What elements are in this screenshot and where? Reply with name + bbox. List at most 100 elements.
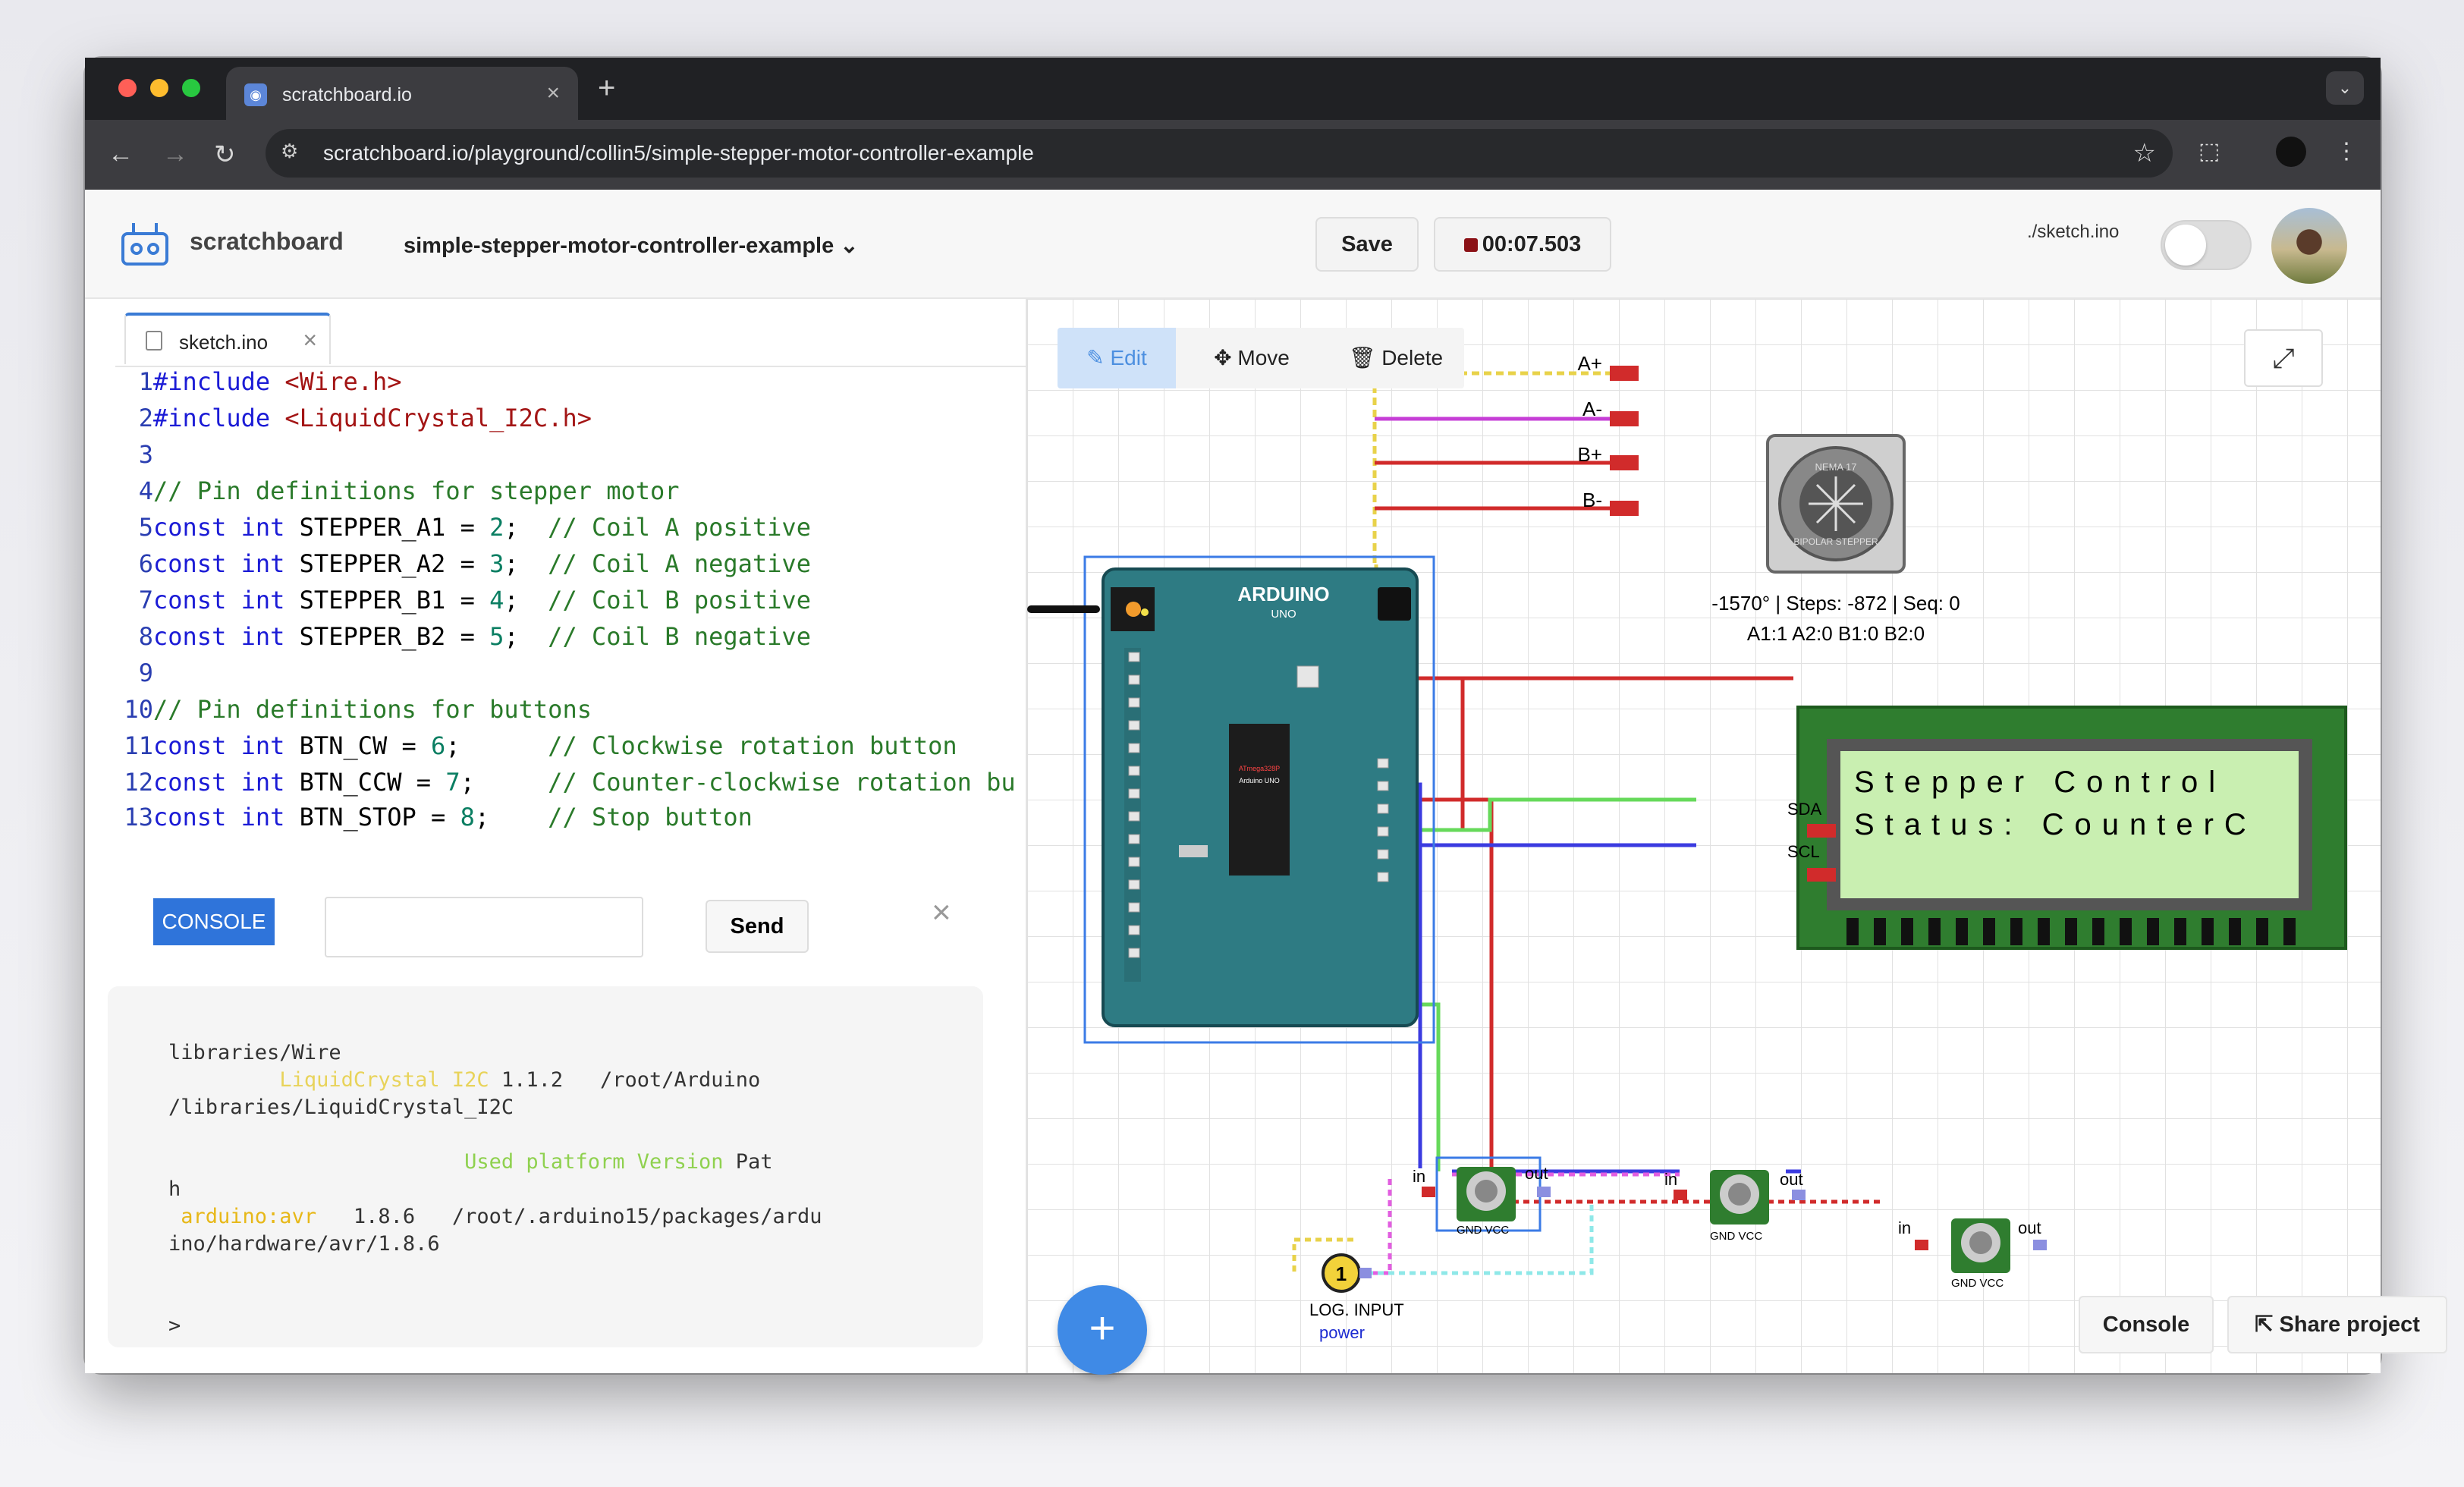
project-name-dropdown[interactable]: simple-stepper-motor-controller-example … <box>404 232 859 259</box>
code-editor[interactable]: 1#include <Wire.h> 2#include <LiquidCrys… <box>115 366 1033 832</box>
stop-icon <box>1463 238 1478 252</box>
console-output[interactable]: libraries/Wire LiquidCrystal I2C 1.1.2 /… <box>108 986 983 1347</box>
motor-label-top: NEMA 17 <box>1815 461 1857 473</box>
code-line: 6const int STEPPER_A2 = 3; // Coil A neg… <box>138 549 811 578</box>
code-line: 3 <box>138 440 153 469</box>
lcd-sda-pin[interactable] <box>1807 824 1836 838</box>
mode-toggle[interactable] <box>2161 220 2252 270</box>
share-project-button[interactable]: ⇱ Share project <box>2227 1296 2447 1353</box>
extensions-icon[interactable]: ⬚ <box>2198 139 2220 164</box>
user-avatar[interactable] <box>2271 208 2347 284</box>
usb-cable <box>1027 605 1100 613</box>
code-line: 10// Pin definitions for buttons <box>124 695 592 724</box>
button-1-gnd-vcc: GND VCC <box>1457 1224 1509 1237</box>
svg-text:B+: B+ <box>1577 443 1602 466</box>
brand-name[interactable]: scratchboard <box>190 228 344 255</box>
share-project-label: Share project <box>2279 1313 2420 1337</box>
button-2-in-label: in <box>1664 1170 1677 1189</box>
edit-label: Edit <box>1110 346 1147 369</box>
circuit-diagram[interactable]: ARDUINO UNO ATmega328P Arduino UNO <box>1027 299 2382 1373</box>
trash-icon: 🗑 <box>1348 346 1376 369</box>
status-led-icon <box>1141 608 1149 616</box>
arduino-label: ARDUINO <box>1237 583 1329 605</box>
push-button-3[interactable] <box>1915 1218 2047 1273</box>
file-icon <box>146 331 162 351</box>
scratchboard-logo-icon[interactable] <box>118 217 171 270</box>
add-component-button[interactable]: + <box>1058 1285 1147 1375</box>
logic-input[interactable]: 1 <box>1322 1253 1372 1293</box>
console-text: libraries/Wire LiquidCrystal I2C 1.1.2 /… <box>168 1041 822 1338</box>
motor-label-bottom: BIPOLAR STEPPER <box>1793 536 1878 547</box>
push-button-2[interactable] <box>1674 1170 1806 1224</box>
forward-arrow-icon[interactable]: → <box>162 140 188 168</box>
lcd-scl-pin[interactable] <box>1807 868 1836 882</box>
file-tab-sketch[interactable]: sketch.ino × <box>124 313 331 364</box>
motor-pin-labels: A+ A- B+ B- <box>1577 352 1602 511</box>
code-line: 4// Pin definitions for stepper motor <box>138 476 680 505</box>
site-settings-icon[interactable]: ⚙ <box>281 140 299 162</box>
address-url: scratchboard.io/playground/collin5/simpl… <box>323 141 1034 165</box>
close-tab-icon[interactable]: × <box>546 80 560 105</box>
save-button[interactable]: Save <box>1315 217 1419 272</box>
motor-pin-connectors[interactable] <box>1610 366 1639 516</box>
delete-label: Delete <box>1381 346 1444 369</box>
lcd-line-2: Status: CounterC <box>1854 808 2257 841</box>
button-3-in-label: in <box>1898 1218 1911 1237</box>
edit-icon: ✎ <box>1086 346 1105 369</box>
reset-button[interactable] <box>1378 587 1411 621</box>
code-line: 8const int STEPPER_B2 = 5; // Coil B neg… <box>138 622 811 651</box>
close-file-icon[interactable]: × <box>303 326 317 354</box>
push-button-1[interactable] <box>1422 1167 1551 1221</box>
button-1-in-label: in <box>1413 1167 1425 1186</box>
profile-icon[interactable] <box>2276 137 2306 167</box>
console-toolbar: CONSOLE Send × <box>85 883 1026 967</box>
code-line: 11const int BTN_CW = 6; // Clockwise rot… <box>124 731 957 760</box>
button-1-out-label: out <box>1525 1164 1548 1183</box>
motor-coil-status: A1:1 A2:0 B1:0 B2:0 <box>1747 622 1925 645</box>
timer-value: 00:07.503 <box>1482 232 1582 256</box>
browser-toolbar: ← → ↻ ⚙ scratchboard.io/playground/colli… <box>85 120 2381 190</box>
console-input[interactable] <box>325 897 643 957</box>
maximize-window-button[interactable] <box>182 79 200 97</box>
back-arrow-icon[interactable]: ← <box>108 140 134 168</box>
move-tool-button[interactable]: ✥ Move <box>1176 328 1328 388</box>
delete-tool-button[interactable]: 🗑 Delete <box>1328 328 1464 388</box>
tab-search-chevron-icon[interactable]: ⌄ <box>2326 71 2364 105</box>
edit-tool-button[interactable]: ✎ Edit <box>1058 328 1176 388</box>
console-tab[interactable]: CONSOLE <box>153 898 275 945</box>
lcd-scl-label: SCL <box>1787 842 1820 861</box>
sketch-file-label: ./sketch.ino <box>2027 222 2120 242</box>
logic-input-sublabel: power <box>1319 1323 1365 1342</box>
run-timer-button[interactable]: 00:07.503 <box>1434 217 1611 272</box>
console-button[interactable]: Console <box>2079 1296 2214 1353</box>
reload-icon[interactable]: ↻ <box>214 140 236 169</box>
motor-status: -1570° | Steps: -872 | Seq: 0 <box>1711 592 1960 615</box>
analog-pins[interactable] <box>1377 758 1389 882</box>
lcd-screen <box>1840 751 2299 898</box>
board-chip-square <box>1296 665 1319 688</box>
address-bar[interactable]: ⚙ scratchboard.io/playground/collin5/sim… <box>266 129 2173 178</box>
bookmark-star-icon[interactable]: ☆ <box>2132 139 2156 168</box>
code-pane: sketch.ino × 1#include <Wire.h> 2#includ… <box>85 299 1033 1373</box>
digital-pins[interactable] <box>1128 652 1140 958</box>
close-window-button[interactable] <box>118 79 137 97</box>
toggle-knob <box>2165 225 2206 266</box>
fullscreen-expand-icon[interactable]: ⤢ <box>2244 329 2323 387</box>
new-tab-icon[interactable]: + <box>598 71 616 105</box>
more-menu-icon[interactable]: ⋮ <box>2335 139 2358 164</box>
lcd-sda-label: SDA <box>1787 800 1822 819</box>
atmega-chip <box>1229 724 1290 876</box>
browser-tab-bar: ◉ scratchboard.io × + ⌄ <box>85 58 2381 120</box>
motor-rotor-icon <box>1809 476 1863 531</box>
svg-text:B-: B- <box>1582 489 1602 511</box>
close-console-icon[interactable]: × <box>932 894 951 931</box>
move-label: Move <box>1237 346 1290 369</box>
circuit-canvas[interactable]: ARDUINO UNO ATmega328P Arduino UNO <box>1026 299 2447 1375</box>
external-link-icon: ⇱ <box>2255 1313 2274 1337</box>
browser-tab[interactable]: ◉ scratchboard.io × <box>226 67 578 120</box>
send-button[interactable]: Send <box>706 900 809 953</box>
code-line: 12const int BTN_CCW = 7; // Counter-cloc… <box>124 768 1016 797</box>
minimize-window-button[interactable] <box>150 79 168 97</box>
lcd-line-1: Stepper Control <box>1854 766 2226 799</box>
tab-title: scratchboard.io <box>282 84 412 105</box>
